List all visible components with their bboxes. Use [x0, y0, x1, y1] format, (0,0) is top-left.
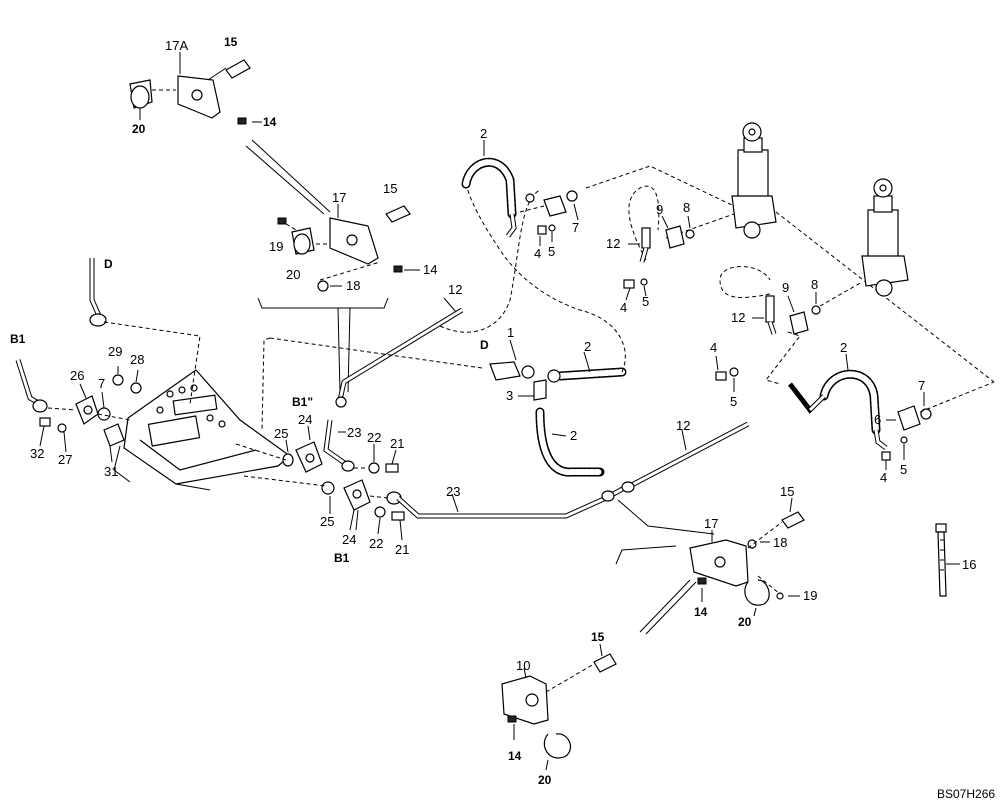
callout-2-centre: 2: [584, 339, 591, 354]
cylinder-upper: [585, 122, 995, 383]
callout-4-top: 4: [534, 246, 541, 261]
callout-2-lower: 2: [570, 428, 577, 443]
callout-31: 31: [104, 464, 118, 479]
callout-4-upper: 4: [620, 300, 627, 315]
bracket-17-lower-assembly: 17 15 18 19 14 20: [615, 484, 817, 635]
callout-14-bottom: 14: [508, 749, 522, 763]
cylinder-lower: [765, 178, 909, 385]
centre-hose-group: 1 2 3 2 D: [439, 183, 627, 477]
control-panel: [113, 369, 291, 491]
callout-8-upper: 8: [683, 200, 690, 215]
line-d-upper-left: D: [89, 257, 201, 405]
callout-6: 6: [874, 412, 881, 427]
cable-tie-16: 16: [935, 523, 976, 597]
pipe-23-lower: 23: [396, 483, 630, 519]
callout-7-top: 7: [572, 220, 579, 235]
b1-upper-group: B1" 24 25 23 22 21: [235, 395, 404, 474]
callout-15-mid: 15: [383, 181, 397, 196]
callout-14-lower: 14: [694, 605, 708, 619]
pipe-12-lower: 12: [621, 418, 750, 493]
callout-14-top: 14: [263, 115, 277, 129]
callout-2-top: 2: [480, 126, 487, 141]
bracket-10-assembly: 10 15 14 20: [501, 630, 617, 787]
pipe-12-centre: 12: [335, 282, 464, 408]
lower-fittings-right: 12 9 8 4 5: [710, 266, 821, 409]
callout-5-right: 5: [900, 462, 907, 477]
callout-12-centre: 12: [448, 282, 462, 297]
callout-5-upper: 5: [642, 294, 649, 309]
callout-25-upper: 25: [274, 426, 288, 441]
callout-8-lower: 8: [811, 277, 818, 292]
callout-22-lower: 22: [369, 536, 383, 551]
b1-lower-group: 25 24 22 21 B1: [243, 475, 409, 565]
callout-7-right: 7: [918, 378, 925, 393]
callout-15-top: 15: [224, 35, 238, 49]
callout-23-upper: 23: [347, 425, 361, 440]
callout-d-centre: D: [480, 338, 489, 352]
callout-18-mid: 18: [346, 278, 360, 293]
callout-17-lower: 17: [704, 516, 718, 531]
callout-20-top: 20: [132, 122, 146, 136]
callout-4-right: 4: [880, 470, 887, 485]
callout-12-upper: 12: [606, 236, 620, 251]
callout-25-lower: 25: [320, 514, 334, 529]
right-hose-group: 2 7 6 4 5: [788, 340, 995, 485]
callout-29: 29: [108, 344, 122, 359]
callout-b1pp: B1": [292, 395, 313, 409]
callout-32: 32: [30, 446, 44, 461]
bracket-17-assembly: 17 15 19 20 14 18: [269, 181, 437, 293]
callout-5-top: 5: [548, 244, 555, 259]
callout-27: 27: [58, 452, 72, 467]
callout-24-lower: 24: [342, 532, 356, 547]
callout-18-lower: 18: [773, 535, 787, 550]
callout-21-upper: 21: [390, 436, 404, 451]
callout-3: 3: [506, 388, 513, 403]
callout-4-lower: 4: [710, 340, 717, 355]
callout-b1-left: B1: [10, 332, 26, 346]
callout-12-lower: 12: [676, 418, 690, 433]
callout-20-lower: 20: [738, 615, 752, 629]
callout-20-mid: 20: [286, 267, 300, 282]
callout-9-upper: 9: [656, 202, 663, 217]
callout-15-lower: 15: [780, 484, 794, 499]
upper-fittings-right: 12 9 8 4 5: [606, 185, 695, 315]
callout-7-left: 7: [98, 376, 105, 391]
callout-15-bottom: 15: [591, 630, 605, 644]
callout-9-lower: 9: [782, 280, 789, 295]
callout-17a: 17A: [165, 38, 188, 53]
callout-5-lower: 5: [730, 394, 737, 409]
callout-23-lower: 23: [446, 484, 460, 499]
callout-14-mid: 14: [423, 262, 437, 277]
callout-28: 28: [130, 352, 144, 367]
callout-d-left: D: [104, 257, 113, 271]
callout-10: 10: [516, 658, 530, 673]
callout-24-upper: 24: [298, 412, 312, 427]
callout-20-bottom: 20: [538, 773, 552, 787]
callout-16: 16: [962, 557, 976, 572]
diagram-code: BS07H266: [937, 787, 995, 801]
bracket-17a-assembly: 17A 15 14 20: [129, 35, 331, 215]
callout-26: 26: [70, 368, 84, 383]
callout-b1-lower: B1: [334, 551, 350, 565]
callout-19-lower: 19: [803, 588, 817, 603]
callout-1: 1: [507, 325, 514, 340]
callout-22-upper: 22: [367, 430, 381, 445]
callout-17-mid: 17: [332, 190, 346, 205]
top-hose-group: 2 7 4 5: [461, 126, 579, 261]
callout-19-mid: 19: [269, 239, 283, 254]
callout-21-lower: 21: [395, 542, 409, 557]
left-fitting-group: B1 26 7 29 28 31 32 27: [10, 332, 144, 479]
callout-2-right: 2: [840, 340, 847, 355]
callout-12-lower-right: 12: [731, 310, 745, 325]
